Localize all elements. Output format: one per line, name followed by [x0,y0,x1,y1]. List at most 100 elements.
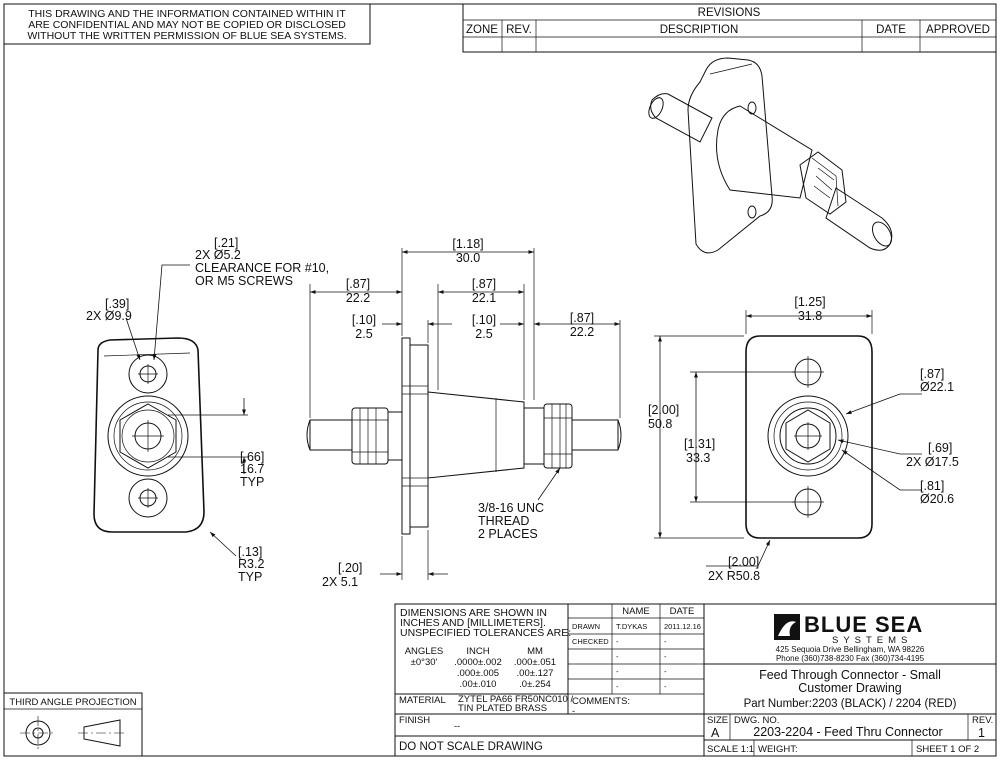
sig-dash: - [616,652,619,661]
spacing-dim-mm: 16.7 [240,462,264,476]
do-not-scale: DO NOT SCALE DRAWING [399,741,543,753]
sig-dash: - [664,667,667,676]
dims-note-1: DIMENSIONS ARE SHOWN IN [400,607,547,619]
hole-dim-inch: [.21] [214,236,238,250]
d1-dim-label: Ø22.1 [920,380,954,394]
hole-dim-note1: CLEARANCE FOR #10, [195,261,329,275]
right-stud-dim-mm: 22.2 [570,325,594,339]
rev-value: 1 [978,726,985,740]
finish-label: FINISH [399,715,430,726]
cbore-dim-inch: [.39] [105,297,129,311]
part-number: Part Number:2203 (BLACK) / 2204 (RED) [744,698,957,710]
drawing-title-2: Customer Drawing [798,681,902,695]
overall-dim-inch: [1.18] [452,237,483,251]
spacing-dim-inch: [.66] [240,450,264,464]
drawn-label: DRAWN [572,622,600,631]
tol-inch-3: .00±.010 [460,679,497,690]
left-stud-dim-inch: [.87] [346,277,370,291]
spacing-dim-note: TYP [240,475,264,489]
notice-line-2: ARE CONFIDENTIAL AND MAY NOT BE COPIED O… [28,19,346,31]
comments-value: - [572,706,575,717]
d1-dim-inch: [.87] [920,367,944,381]
right-flange-dim-inch: [.10] [472,313,496,327]
rev-header-zone: ZONE [466,24,498,36]
rev-header-date: DATE [876,24,906,36]
material-label: MATERIAL [399,695,446,706]
side-view [306,248,622,580]
bottom-dim-label: 2X 5.1 [322,575,358,589]
radius-dim-inch: [2.00] [728,555,759,569]
size-value: A [711,726,720,740]
tol-inch-2: .000±.005 [457,668,499,679]
thread-note-line-2: THREAD [478,514,529,528]
d2-dim-label: 2X Ø17.5 [906,455,959,469]
radius-dim-note: TYP [238,570,262,584]
checked-label: CHECKED [572,637,609,646]
sig-header-name: NAME [622,606,649,617]
dwg-label: DWG. NO. [734,715,779,726]
tol-header-inch: INCH [466,646,489,657]
company-phone: Phone (360)738-8230 Fax (360)734-4195 [776,654,925,663]
left-view-labels: [.21] 2X Ø5.2 CLEARANCE FOR #10, OR M5 S… [86,236,329,584]
tol-inch-1: .0000±.002 [454,657,501,668]
rev-header-approved: APPROVED [926,24,990,36]
projection-box: THIRD ANGLE PROJECTION [3,692,143,757]
rev-label: REV. [972,715,993,726]
blue-sea-logo: BLUE SEA SYSTEMS [774,612,922,646]
notice-line-1: THIS DRAWING AND THE INFORMATION CONTAIN… [28,8,346,20]
size-label: SIZE [707,715,728,726]
sig-dash: - [664,637,667,646]
scale: SCALE 1:1 [707,744,754,755]
thread-note-line-1: 3/8-16 UNC [478,501,544,515]
finish-value: -- [454,721,460,732]
tol-mm-3: .0±.254 [519,679,551,690]
drawing-title-1: Feed Through Connector - Small [759,668,941,682]
hole-spacing-dim-mm: 33.3 [686,451,710,465]
bottom-dim-inch: [.20] [338,561,362,575]
dwg-number: 2203-2204 - Feed Thru Connector [753,725,942,739]
logo-sub: SYSTEMS [832,635,912,646]
rev-header-rev: REV. [506,24,532,36]
material-value-2: TIN PLATED BRASS [458,703,547,714]
sheet: SHEET 1 OF 2 [916,744,979,755]
height-dim-inch: [2.00] [648,403,679,417]
comments-label: COMMENTS: [572,696,630,707]
revisions-title: REVISIONS [698,7,761,19]
notice-line-3: WITHOUT THE WRITTEN PERMISSION OF BLUE S… [27,30,346,42]
weight: WEIGHT: [758,744,798,755]
tol-header-angles: ANGLES [405,646,444,657]
title-block: DIMENSIONS ARE SHOWN IN INCHES AND [MILL… [394,603,997,757]
thread-note-line-3: 2 PLACES [478,527,538,541]
drawn-date: 2011.12.16 [664,622,701,631]
cbore-dim-label: 2X Ø9.9 [86,309,132,323]
sig-dash: - [616,637,619,646]
height-dim-mm: 50.8 [648,417,672,431]
rev-header-description: DESCRIPTION [660,24,739,36]
d3-dim-label: Ø20.6 [920,492,954,506]
center-len-dim-inch: [.87] [472,277,496,291]
material-value-1: ZYTEL PA66 FR50NC010 / [458,694,573,705]
revisions-table: REVISIONS ZONE REV. DESCRIPTION DATE APP… [462,3,997,53]
right-flange-dim-mm: 2.5 [475,327,492,341]
d2-dim-inch: [.69] [928,441,952,455]
tol-angle: ±0°30' [411,657,438,668]
width-dim-mm: 31.8 [798,309,822,323]
sig-header-date: DATE [670,606,695,617]
sig-dash: - [664,652,667,661]
side-view-labels: [1.18] 30.0 [.87] 22.2 [.87] 22.1 [.87] … [322,237,594,589]
left-flange-dim-inch: [.10] [352,313,376,327]
projection-label: THIRD ANGLE PROJECTION [9,697,136,708]
center-len-dim-mm: 22.1 [472,291,496,305]
radius-dim-mm: R3.2 [238,557,264,571]
radius-dim-inch: [.13] [238,545,262,559]
overall-dim-mm: 30.0 [456,251,480,265]
hole-dim-label: 2X Ø5.2 [195,248,241,262]
left-stud-dim-mm: 22.2 [346,291,370,305]
left-end-view [93,264,248,557]
front-view [654,310,922,567]
sig-dash: - [616,682,619,691]
tol-header-mm: MM [527,646,543,657]
hole-spacing-dim-inch: [1.31] [684,437,715,451]
dims-note-3: UNSPECIFIED TOLERANCES ARE: [400,627,571,639]
hole-dim-note2: OR M5 SCREWS [195,274,293,288]
